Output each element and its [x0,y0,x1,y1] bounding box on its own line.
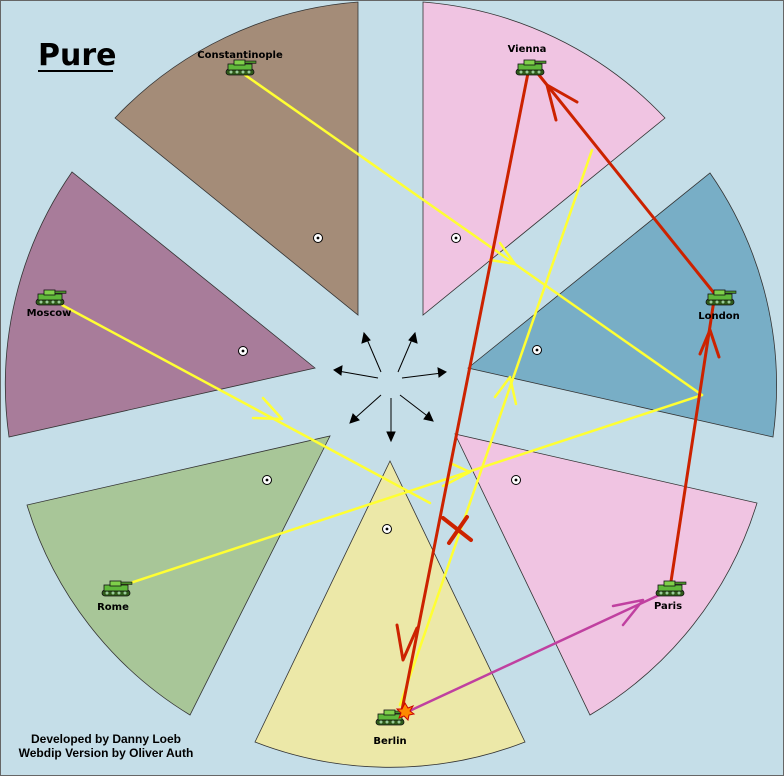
compass-arrow-icon [333,365,379,379]
supply-center-marker [451,233,461,243]
city-label-vienna: Vienna [508,44,547,55]
territory-rome[interactable] [26,435,331,716]
compass-arrow-icon [399,394,434,422]
supply-center-marker [532,345,542,355]
supply-center-marker [313,233,323,243]
order-support-berlin-vienna [398,148,594,707]
order-arrowhead-icon [441,461,472,488]
order-arrowhead-icon [395,623,419,662]
supply-center-marker [511,475,521,485]
territory-london[interactable] [467,172,777,438]
order-move-rome-london [122,393,704,587]
territory-moscow[interactable] [4,171,316,438]
territory-berlin[interactable] [254,460,526,768]
compass-arrow-icon [386,398,396,443]
compass-arrows [333,331,447,443]
supply-center-marker [382,524,392,534]
failed-order-x-icon [441,515,473,545]
order-arrowhead-icon [493,375,518,406]
city-label-moscow: Moscow [27,308,72,319]
compass-arrow-icon [397,331,418,373]
order-move-paris-london [668,298,716,590]
order-move-berlin-paris [403,588,672,715]
city-label-paris: Paris [654,601,682,612]
map-title: Pure [38,38,117,73]
compass-arrow-icon [361,331,382,373]
order-lines [60,68,721,715]
order-arrowhead-icon [698,328,721,359]
supply-center-marker [262,475,272,485]
city-label-constantinople: Constantinople [197,50,283,61]
credit-developer: Developed by Danny Loeb [31,732,181,746]
supply-centers [238,233,542,534]
compass-arrow-icon [349,394,382,424]
order-move-moscow-berlin [60,303,432,505]
compass-arrow-icon [401,367,447,379]
territory-constantinople[interactable] [114,1,359,316]
order-arrowhead-icon [545,83,579,122]
city-label-london: London [698,311,740,322]
territory-vienna[interactable] [422,1,666,316]
order-arrowhead-icon [251,396,284,421]
city-label-rome: Rome [97,602,129,613]
credit-webdip: Webdip Version by Oliver Auth [19,746,194,760]
order-arrowhead-icon [488,241,517,266]
supply-center-marker [238,346,248,356]
territory-paris[interactable] [454,433,758,716]
order-move-vienna-berlin [400,71,530,712]
order-move-constantinople-london [243,73,704,397]
order-arrowhead-icon [611,598,645,627]
order-move-london-vienna [533,68,720,300]
city-label-berlin: Berlin [373,736,406,747]
burst-icon [395,701,416,722]
